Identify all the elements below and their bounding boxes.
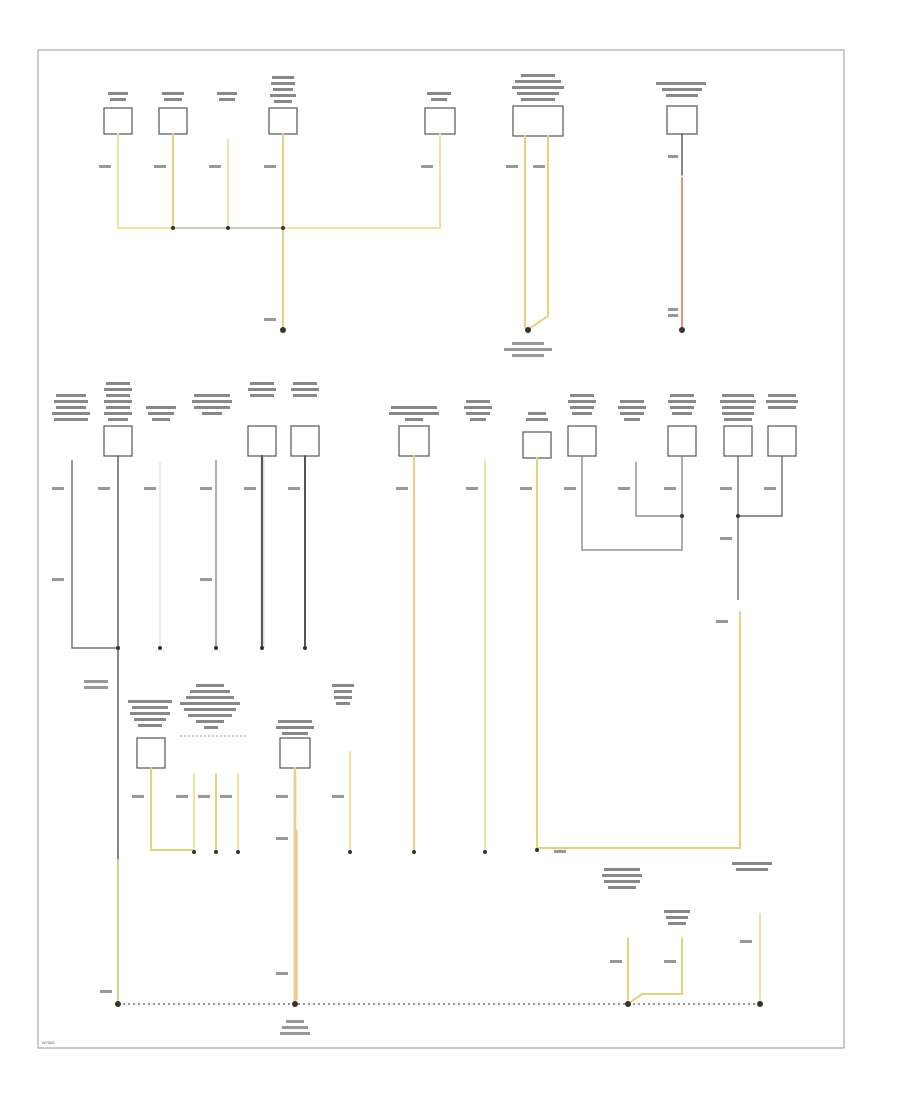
component-top-4: [268, 107, 298, 135]
component-top-7: [666, 105, 698, 135]
top-section: [99, 74, 706, 357]
middle-wires: [71, 454, 783, 1003]
component-bot-1: [136, 737, 166, 769]
component-mid-12: [667, 425, 697, 457]
middle-section: [52, 382, 798, 1003]
component-mid-7: [398, 425, 430, 457]
top-labels: [108, 74, 706, 103]
top-nodes: [171, 226, 685, 333]
footer-code: W7082: [42, 1040, 55, 1045]
component-mid-14: [767, 425, 797, 457]
component-mid-10: [567, 425, 597, 457]
middle-nodes: [116, 514, 740, 650]
bottom-code-marks: [100, 795, 752, 1035]
component-top-6: [512, 105, 564, 137]
bottom-wires: [117, 735, 761, 1005]
component-top-2: [158, 107, 188, 135]
component-mid-6: [290, 425, 320, 457]
component-top-5: [424, 107, 456, 135]
component-mid-2: [103, 425, 133, 457]
bottom-labels: [128, 684, 772, 925]
component-mid-5: [247, 425, 277, 457]
middle-code-marks: [52, 487, 776, 853]
top-code-marks: [99, 155, 678, 357]
component-mid-13: [723, 425, 753, 457]
diagram-frame: [37, 49, 845, 1049]
component-top-1: [103, 107, 133, 135]
middle-labels: [52, 382, 798, 421]
component-mid-9: [522, 431, 552, 459]
bottom-section: [100, 684, 772, 1035]
top-wires: [117, 133, 683, 329]
bottom-nodes: [115, 848, 763, 1007]
component-bot-3: [279, 737, 311, 769]
